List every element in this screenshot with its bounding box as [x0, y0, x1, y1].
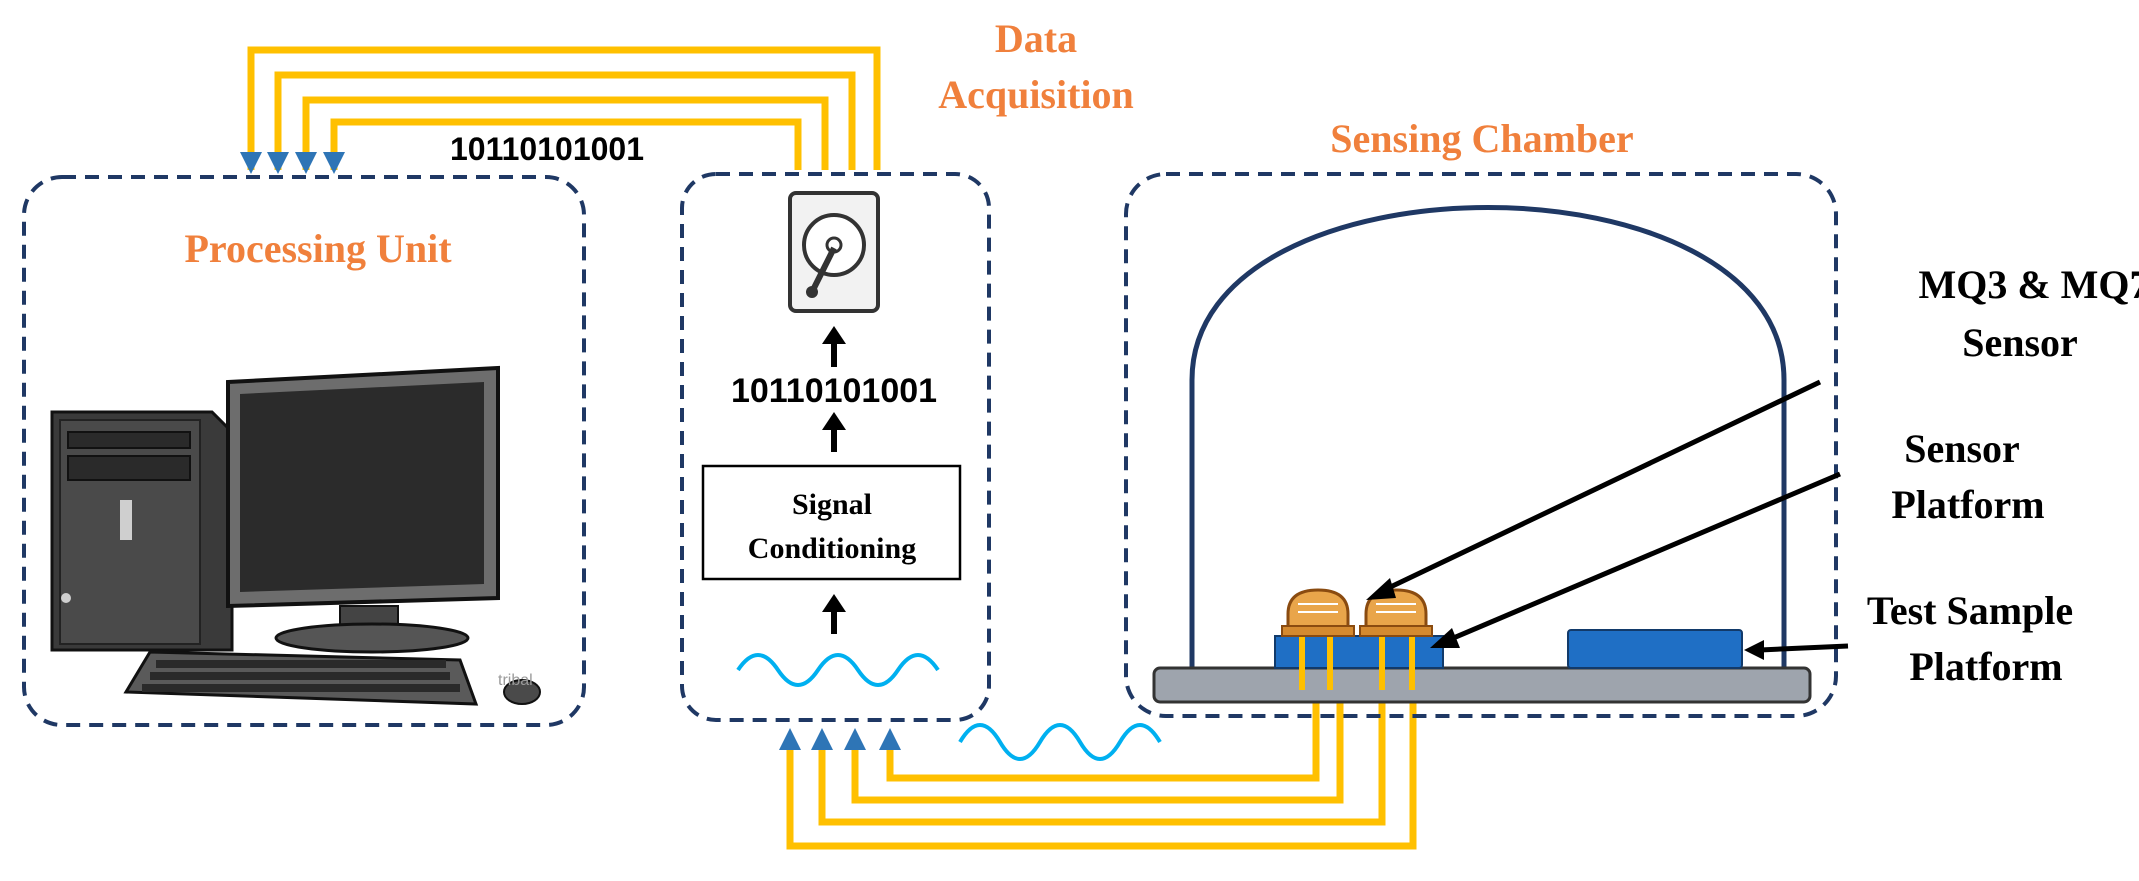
arrow-to-binary — [822, 412, 846, 452]
test-label-line2: Platform — [1909, 644, 2062, 689]
gas-sensor-icon — [1359, 588, 1433, 637]
sensor-label-line1: MQ3 & MQ7 — [1918, 262, 2139, 307]
platform-label-line1: Sensor — [1904, 426, 2020, 471]
desktop-computer-icon: tribal — [50, 365, 541, 706]
hard-disk-icon — [788, 191, 880, 313]
data-acquisition-title-line2: Acquisition — [938, 72, 1134, 117]
platform-label-line2: Platform — [1891, 482, 2044, 527]
gas-sensor-icon — [1281, 588, 1355, 637]
data-acquisition-box — [680, 172, 991, 722]
bottom-connector-arrows — [779, 728, 901, 750]
transmission-wave — [958, 723, 1162, 761]
top-data-bus — [247, 46, 881, 170]
sine-wave-icon — [736, 653, 940, 687]
data-acquisition-title-line1: Data — [995, 16, 1077, 61]
chamber-dome — [1189, 205, 1787, 670]
top-connector-arrows — [240, 152, 345, 174]
arrow-to-conditioning — [822, 594, 846, 634]
chamber-base — [1152, 666, 1812, 704]
signal-conditioning-block — [701, 464, 962, 581]
sensing-chamber-title: Sensing Chamber — [1330, 116, 1633, 161]
processing-unit-box — [22, 175, 586, 727]
bottom-sensor-bus — [786, 695, 1417, 850]
sensing-chamber-box — [1124, 172, 1838, 718]
test-label-line1: Test Sample — [1867, 588, 2073, 633]
test-platform-pointer-arrow — [1744, 640, 1849, 660]
signal-conditioning-line1: Signal — [792, 488, 872, 521]
top-binary-label: 10110101001 — [450, 131, 644, 167]
arrow-to-disk — [822, 326, 846, 367]
mid-binary-label: 10110101001 — [731, 372, 937, 410]
processing-unit-title: Processing Unit — [184, 226, 452, 271]
platform-pointer-arrow — [1430, 471, 1841, 648]
sensor-pointer-arrow — [1366, 379, 1822, 600]
signal-conditioning-line2: Conditioning — [748, 532, 916, 565]
sensor-label-line2: Sensor — [1962, 320, 2078, 365]
processing-unit-watermark: tribal — [498, 672, 533, 689]
test-sample-platform — [1567, 629, 1743, 669]
